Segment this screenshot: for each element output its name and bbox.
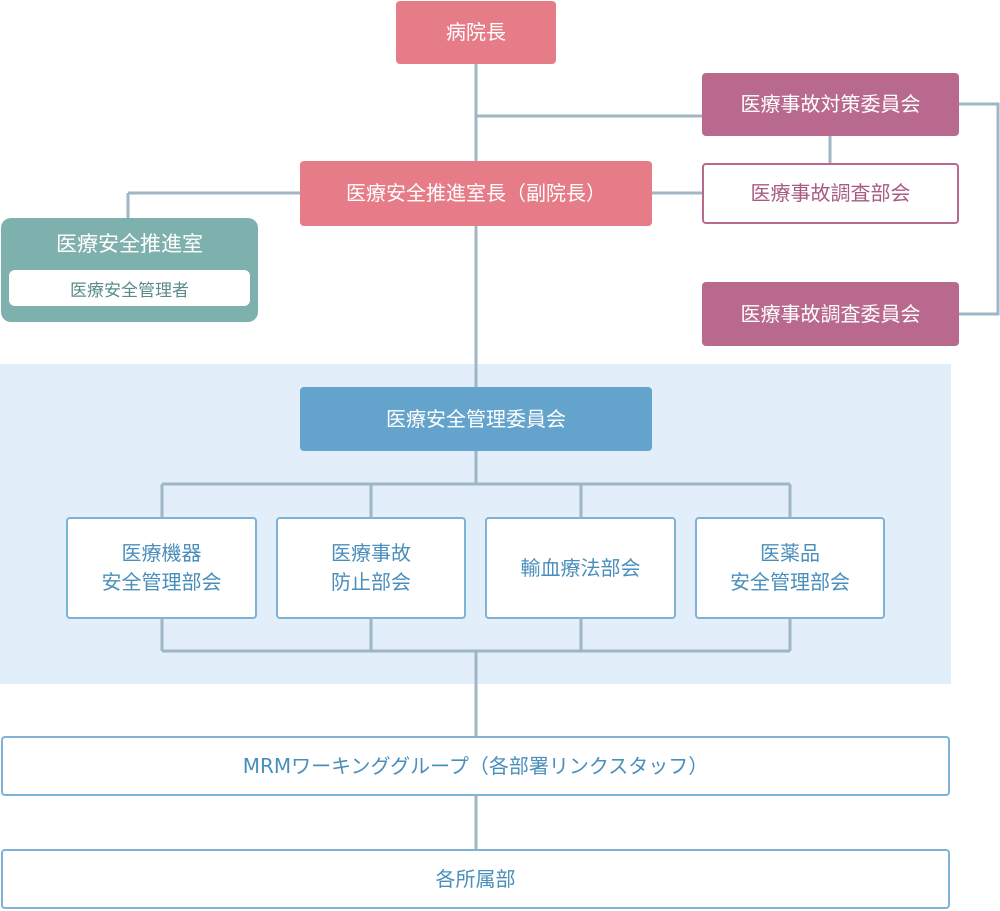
subcommittee-box: 輸血療法部会 [485,517,676,619]
safety-manager-box: 医療安全管理者 [9,270,250,306]
departments-box: 各所属部 [1,849,950,909]
safety-office-box: 医療安全推進室 医療安全管理者 [1,218,258,322]
subcommittee-box: 医療機器 安全管理部会 [66,517,257,619]
deputy-box: 医療安全推進室長（副院長） [300,161,652,226]
director-box: 病院長 [396,1,556,64]
committee-bracket-line [959,102,1000,316]
working-group-box: MRMワーキンググループ（各部署リンクスタッフ） [1,736,950,796]
safety-office-title: 医療安全推進室 [56,232,203,256]
safety-committee-box: 医療安全管理委員会 [300,387,652,451]
subcommittee-box: 医薬品 安全管理部会 [695,517,885,619]
investigation-committee-box: 医療事故調査委員会 [702,282,959,346]
accident-committee-box: 医療事故対策委員会 [702,73,959,136]
subcommittee-box: 医療事故 防止部会 [276,517,466,619]
investigation-subcommittee-box: 医療事故調査部会 [702,163,959,224]
